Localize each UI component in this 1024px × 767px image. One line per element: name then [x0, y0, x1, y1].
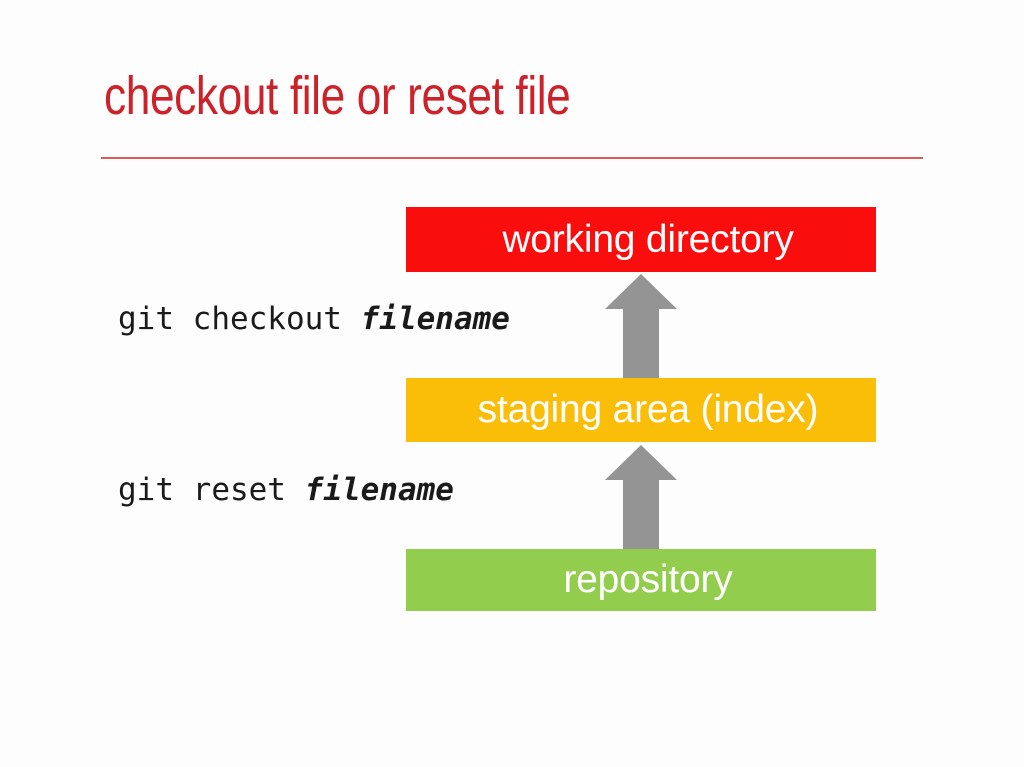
diagram-box-label: working directory: [502, 217, 794, 261]
command-argument: filename: [304, 472, 454, 508]
command-text: git reset: [118, 472, 305, 508]
diagram-box-label: staging area (index): [477, 388, 819, 431]
arrow-up-repository-to-staging-icon: [604, 443, 678, 551]
command-text: git checkout: [118, 301, 361, 337]
diagram-box-working-directory: working directory: [406, 207, 876, 272]
command-argument: filename: [360, 301, 510, 337]
title-divider: [101, 157, 923, 159]
arrow-up-staging-to-working-icon: [604, 272, 678, 380]
diagram-box-repository: repository: [406, 549, 876, 611]
command-git-reset: git reset filename: [118, 472, 454, 508]
diagram-box-label: repository: [563, 558, 733, 601]
command-git-checkout: git checkout filename: [118, 301, 510, 337]
diagram-box-staging-area: staging area (index): [406, 378, 876, 442]
page-title: checkout file or reset file: [104, 66, 571, 126]
